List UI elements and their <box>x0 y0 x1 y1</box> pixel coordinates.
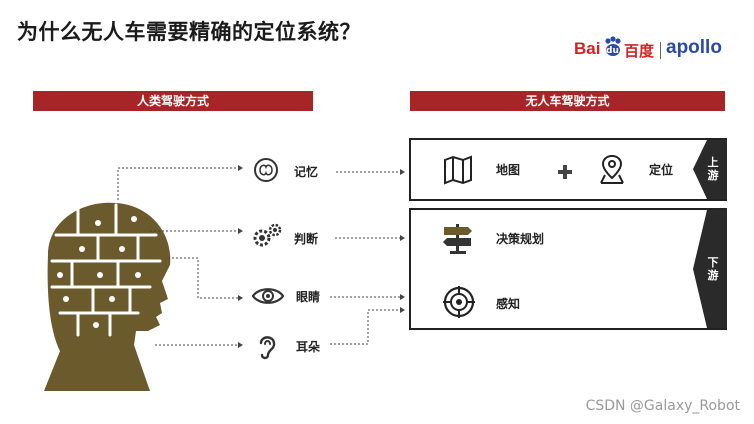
eye-icon <box>251 288 285 304</box>
autonomous-driving-header: 无人车驾驶方式 <box>410 91 725 111</box>
upstream-tab-label: 上游 <box>707 156 719 182</box>
human-item-memory: 记忆 <box>294 165 319 179</box>
brand-logo: Bai du 百度 apollo <box>572 36 732 66</box>
baidu-paw-icon <box>605 36 621 56</box>
gears-icon <box>253 223 282 247</box>
signpost-icon <box>443 224 472 254</box>
human-driving-header: 人类驾驶方式 <box>33 91 313 111</box>
crosshair-icon <box>443 286 475 318</box>
plus-icon <box>558 165 572 179</box>
machine-item-locate: 定位 <box>649 163 674 177</box>
human-item-judgement: 判断 <box>294 232 319 246</box>
machine-item-planning: 决策规划 <box>496 232 545 246</box>
apollo-logo-text: apollo <box>666 37 722 58</box>
brand-divider <box>660 42 661 59</box>
upstream-tab <box>693 140 727 199</box>
watermark: CSDN @Galaxy_Robot <box>585 398 740 414</box>
downstream-tab-label: 下游 <box>707 256 719 282</box>
baidu-cn-text: 百度 <box>624 42 655 60</box>
human-item-eyes: 眼睛 <box>296 290 321 304</box>
machine-item-map: 地图 <box>496 163 521 177</box>
page-title: 为什么无人车需要精确的定位系统？ <box>17 20 361 44</box>
human-item-ears: 耳朵 <box>296 340 321 354</box>
baidu-du-text: du <box>606 46 619 56</box>
downstream-tab <box>693 210 727 328</box>
map-icon <box>444 155 472 185</box>
baidu-logo-text: Bai <box>574 39 601 58</box>
human-head-illustration <box>44 202 171 391</box>
brain-icon <box>254 158 278 182</box>
location-pin-icon <box>600 154 624 184</box>
machine-item-perception: 感知 <box>496 297 521 311</box>
ear-icon <box>259 336 276 360</box>
